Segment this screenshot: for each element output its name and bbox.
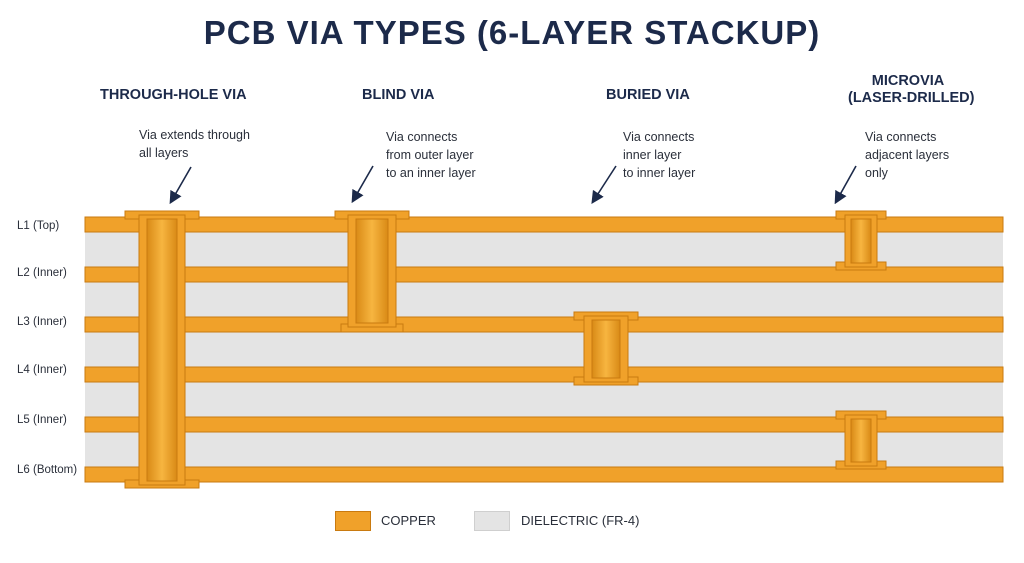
dielectric-l3-l4 xyxy=(85,332,1003,367)
desc-line: Via extends through xyxy=(139,128,250,142)
copper-l2 xyxy=(84,266,1004,283)
layer-label-l6: L6 (Bottom) xyxy=(17,464,78,476)
heading-microvia: MICROVIA (LASER-DRILLED) xyxy=(848,73,975,107)
desc-line: adjacent layers xyxy=(865,148,950,162)
arrow-buried-via xyxy=(591,165,617,205)
legend-label-copper: COPPER xyxy=(381,513,436,528)
legend-label-dielectric: DIELECTRIC (FR-4) xyxy=(521,513,640,528)
desc-line: to inner layer xyxy=(623,166,696,180)
layer-label-l1: L1 (Top) xyxy=(17,220,60,232)
copper-l5 xyxy=(84,416,1004,433)
microvia-top-core xyxy=(850,218,872,264)
heading-blind-via: BLIND VIA xyxy=(362,87,435,103)
page-title: PCB VIA TYPES (6-LAYER STACKUP) xyxy=(203,14,821,51)
arrow-microvia xyxy=(834,165,857,205)
heading-through-hole-via: THROUGH-HOLE VIA xyxy=(100,87,247,103)
microvia-bottom xyxy=(835,410,887,470)
desc-line: Via connects xyxy=(623,130,695,144)
desc-line: inner layer xyxy=(623,148,682,162)
buried-via-core xyxy=(591,319,621,379)
microvia-top xyxy=(835,210,887,271)
annotation-arrows xyxy=(169,165,857,205)
desc-line: Via connects xyxy=(386,130,458,144)
copper-layers xyxy=(84,216,1004,483)
desc-line: to an inner layer xyxy=(386,166,476,180)
copper-l1 xyxy=(84,216,1004,233)
heading-microvia-line-2: (LASER-DRILLED) xyxy=(848,90,975,106)
copper-l4 xyxy=(84,366,1004,383)
copper-l6 xyxy=(84,466,1004,483)
desc-through-hole-via: Via extends through all layers xyxy=(139,126,250,162)
desc-microvia: Via connects adjacent layers only xyxy=(865,128,949,182)
desc-line: Via connects xyxy=(865,130,937,144)
buried-via xyxy=(573,311,639,386)
layer-label-l3: L3 (Inner) xyxy=(17,316,67,328)
legend-swatch-dielectric xyxy=(474,511,510,531)
arrow-through-hole-via xyxy=(169,166,192,205)
copper-l3 xyxy=(84,316,1004,333)
dielectric-l2-l3 xyxy=(85,282,1003,317)
through-hole-via-core xyxy=(146,218,178,482)
desc-line: from outer layer xyxy=(386,148,474,162)
desc-buried-via: Via connects inner layer to inner layer xyxy=(623,128,695,182)
arrow-blind-via xyxy=(351,165,374,204)
desc-blind-via: Via connects from outer layer to an inne… xyxy=(386,128,476,182)
blind-via xyxy=(334,210,410,333)
heading-buried-via: BURIED VIA xyxy=(606,87,690,103)
desc-line: all layers xyxy=(139,146,189,160)
desc-line: only xyxy=(865,166,888,180)
blind-via-core xyxy=(355,218,389,324)
layer-label-l4: L4 (Inner) xyxy=(17,364,67,376)
layer-label-l2: L2 (Inner) xyxy=(17,267,67,279)
legend-swatch-copper xyxy=(335,511,371,531)
layer-label-l5: L5 (Inner) xyxy=(17,414,67,426)
through-hole-via xyxy=(124,210,200,489)
heading-microvia-line-1: MICROVIA xyxy=(871,73,945,89)
microvia-bottom-core xyxy=(850,418,872,463)
